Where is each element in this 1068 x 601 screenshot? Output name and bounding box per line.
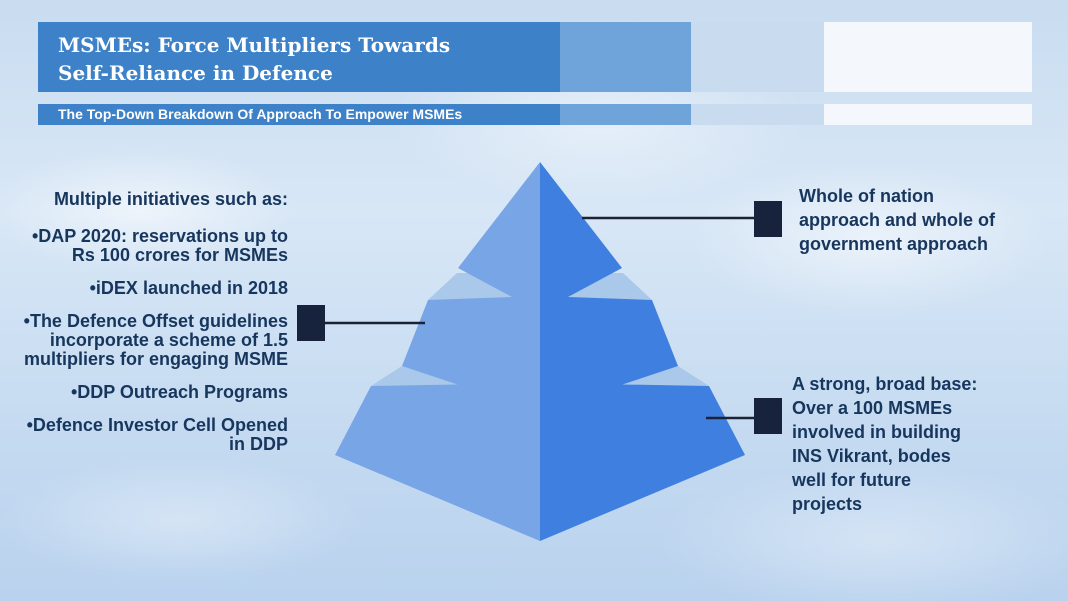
pyramid-middle-tier-left [402,296,540,412]
pyramid-top-tier-left [458,162,540,312]
title-band [38,22,560,92]
subtitle-band-accent-1 [560,104,691,125]
title-band-accent-2 [691,22,824,92]
page-title-line-1: MSMEs: Force Multipliers Towards [58,33,451,57]
top-callout-marker [754,201,782,237]
initiatives-heading: Multiple initiatives such as: [53,189,288,209]
initiative-item: •The Defence Offset guidelines incorpora… [23,311,288,369]
title-band-accent-1 [560,22,691,92]
title-band-accent-3 [824,22,1032,92]
subtitle-band [38,104,560,125]
page-subtitle: The Top-Down Breakdown Of Approach To Em… [58,106,463,122]
base-tier-callout: A strong, broad base: Over a 100 MSMEs i… [792,374,978,514]
middle-callout-marker [297,305,325,341]
page-title: MSMEs: Force Multipliers Towards Self-Re… [58,31,538,87]
pyramid-base-tier-right [540,383,745,541]
initiatives-list: Multiple initiatives such as: •DAP 2020:… [18,190,288,468]
base-callout-marker [754,398,782,434]
subtitle-band-accent-3 [824,104,1032,125]
top-tier-callout: Whole of nation approach and whole of go… [799,186,996,254]
initiative-item: •Defence Investor Cell Opened in DDP [26,415,288,454]
page-title-line-2: Self-Reliance in Defence [58,61,333,85]
pyramid-base-tier-left [335,383,540,541]
subtitle-band-accent-2 [691,104,824,125]
initiative-item: •DDP Outreach Programs [70,382,288,402]
pyramid-top-tier-right [540,162,622,312]
initiative-item: •iDEX launched in 2018 [89,278,288,298]
initiative-item: •DAP 2020: reservations up to Rs 100 cro… [31,226,288,265]
pyramid-middle-tier-right [540,296,678,412]
